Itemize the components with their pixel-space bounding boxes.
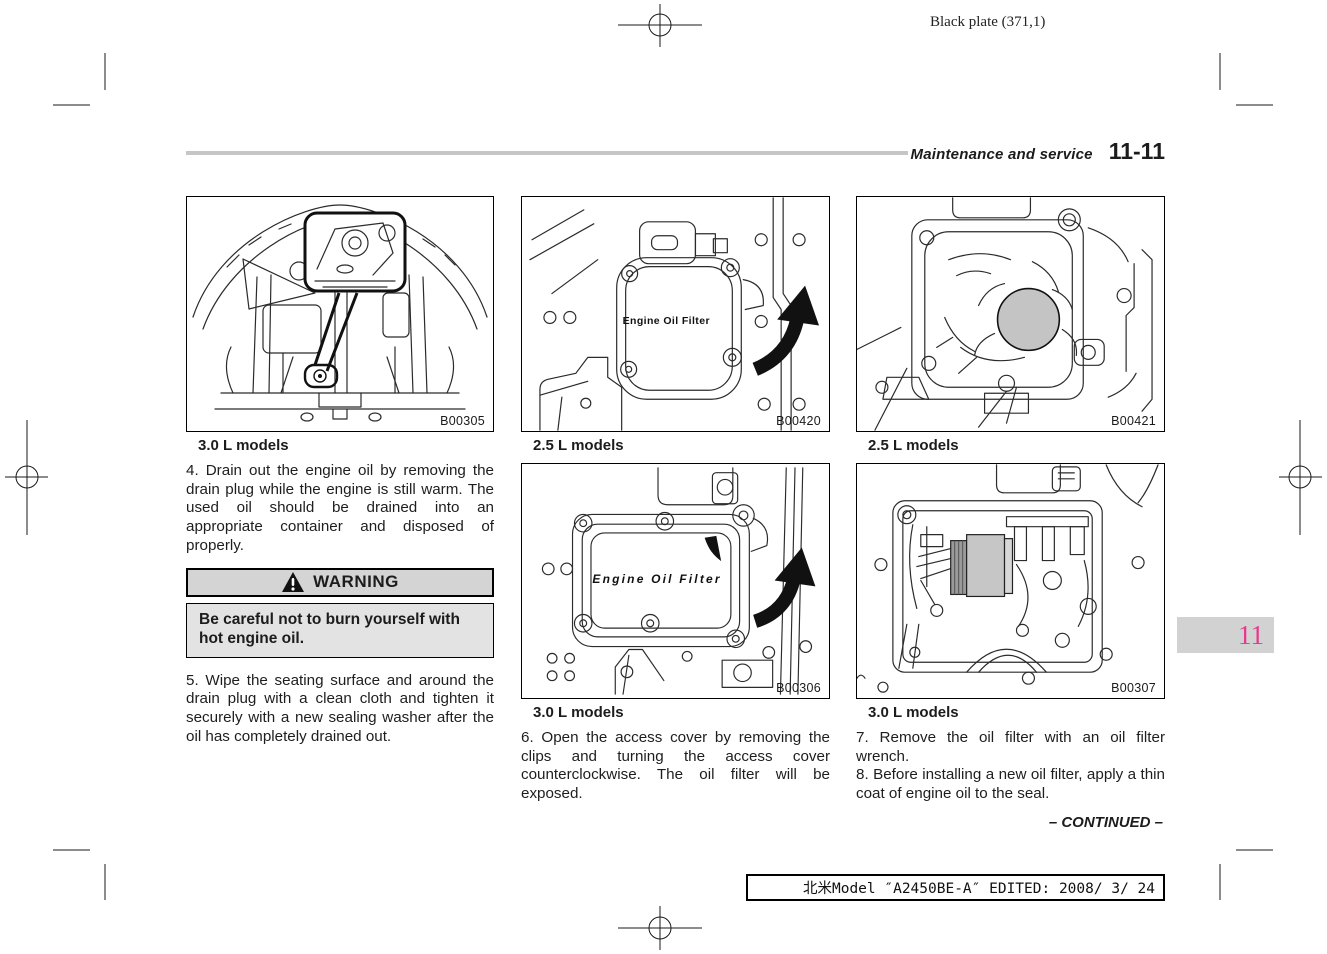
continued-note: – CONTINUED – [1048, 813, 1163, 831]
figure-caption: 3.0 L models [198, 437, 289, 454]
drain-plug-illustration [192, 204, 488, 422]
figure-code: B00305 [440, 414, 485, 428]
figure-code: B00306 [776, 681, 821, 695]
column-right: B00421 2.5 L models [856, 196, 1165, 831]
warning-header: WARNING [186, 567, 494, 597]
figure-oil-filter-cover-30: Engine Oil Filter B00306 [521, 463, 830, 699]
plate-note: Black plate (371,1) [930, 14, 1046, 30]
chapter-tab: 11 [1177, 617, 1274, 653]
rotate-arrow-icon [752, 285, 820, 376]
figure-drain-plug-location: B00305 [186, 196, 494, 432]
step-4-text: 4. Drain out the engine oil by removing … [186, 462, 494, 554]
step-6-text: 6. Open the access cover by removing the… [521, 729, 830, 803]
inset-pointer [303, 292, 359, 389]
column-left: B00305 3.0 L models 4. Drain out the eng… [186, 196, 494, 746]
figure-oil-filter-30: B00307 [856, 463, 1165, 699]
warning-message: Be careful not to burn yourself with hot… [186, 602, 494, 658]
figure-caption: 3.0 L models [533, 704, 624, 721]
figure-caption: 3.0 L models [868, 704, 959, 721]
figure-oil-filter-cover-25: Engine Oil Filter B00420 [521, 196, 830, 432]
engine-oil-filter-label: Engine Oil Filter [622, 315, 710, 328]
figure-exposed-filter-25: B00421 [856, 196, 1165, 432]
oil-filter-top-shape [996, 287, 1061, 352]
step-7-text: 7. Remove the oil filter with an oil fil… [856, 729, 1165, 765]
page-header: Maintenance and service 11-11 [186, 138, 1165, 172]
rotate-arrow-icon [752, 547, 816, 628]
figure-code: B00421 [1111, 414, 1156, 428]
header-rule [186, 151, 908, 155]
figure-caption: 2.5 L models [533, 437, 624, 454]
exposed-filter-25-illustration [857, 197, 1153, 431]
edit-note-box: 北米Model ″A2450BE-A″ EDITED: 2008/ 3/ 24 [746, 874, 1165, 901]
page-number: 11-11 [1108, 138, 1165, 164]
turn-direction-tick [704, 535, 722, 562]
figure-code: B00420 [776, 414, 821, 428]
warning-title: WARNING [313, 572, 399, 592]
oil-filter-canister-shape [950, 534, 1014, 598]
figure-code: B00307 [1111, 681, 1156, 695]
oil-filter-30-illustration [857, 464, 1159, 693]
chapter-tab-number: 11 [1238, 619, 1264, 650]
section-title: Maintenance and service [910, 146, 1093, 163]
warning-triangle-icon [282, 572, 305, 593]
edit-note-text: 北米Model ″A2450BE-A″ EDITED: 2008/ 3/ 24 [802, 881, 1155, 897]
step-5-text: 5. Wipe the seating surface and around t… [186, 671, 494, 745]
oil-filter-cover-30-illustration [541, 467, 816, 695]
step-8-text: 8. Before installing a new oil filter, a… [856, 766, 1165, 803]
engine-oil-filter-label: Engine Oil Filter [592, 571, 722, 586]
figure-caption: 2.5 L models [868, 437, 959, 454]
column-middle: Engine Oil Filter B00420 2.5 L models [521, 196, 830, 804]
oil-filter-cover-25-illustration [529, 197, 820, 431]
